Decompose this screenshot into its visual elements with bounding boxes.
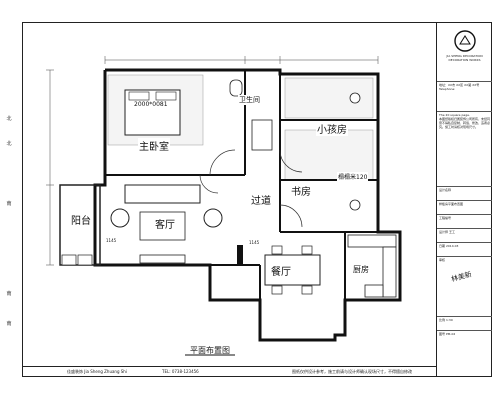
bed-size-label: 2000*0081 bbox=[133, 101, 169, 108]
armchair bbox=[203, 208, 223, 228]
toilet-icon bbox=[229, 79, 243, 97]
armchair bbox=[110, 208, 130, 228]
title-block: JIA SHENG DECORATION DECORATION WORKS 地址… bbox=[436, 22, 492, 377]
room-label-kids-room: 小孩房 bbox=[316, 121, 348, 136]
company-name: JIA SHENG DECORATION bbox=[446, 54, 483, 58]
address-text: 地址：XX市 XX区 XX路 XX号 bbox=[439, 83, 480, 87]
dining-chairs bbox=[271, 245, 313, 295]
info-row: 日期 2014.03 bbox=[437, 243, 492, 257]
dimension-label: 1145 bbox=[105, 238, 118, 243]
room-label-corridor: 过道 bbox=[250, 192, 272, 207]
door-swings bbox=[199, 149, 303, 228]
room-label-study: 书房 bbox=[290, 183, 312, 198]
description-block: The 20 square page. 本图纸版权归属装饰公司所有，未经同意不得… bbox=[437, 112, 492, 187]
address-block: 地址：XX市 XX区 XX路 XX号 Telephone: bbox=[437, 82, 492, 112]
pillow bbox=[155, 91, 177, 101]
floor-plan bbox=[46, 56, 402, 356]
bottom-company: 佳盛装饰 Jia Sheng Zhuang Shi bbox=[67, 369, 127, 374]
dimension-label: 1145 bbox=[248, 240, 261, 245]
column bbox=[237, 245, 243, 265]
dimension-lines bbox=[46, 56, 379, 266]
sink-icon bbox=[77, 254, 93, 266]
pillow bbox=[128, 91, 150, 101]
signature-block: 审核 林美新 bbox=[437, 257, 492, 317]
stove-icon bbox=[364, 284, 384, 298]
room-label-balcony: 阳台 bbox=[70, 212, 92, 227]
company-logo-icon bbox=[453, 30, 476, 52]
info-row: 设计名称 bbox=[437, 187, 492, 201]
info-row: 工程编号 bbox=[437, 215, 492, 229]
sofa bbox=[124, 184, 201, 204]
drawing-frame bbox=[22, 22, 492, 377]
phone-label: Telephone: bbox=[439, 87, 456, 91]
room-label-kitchen: 厨房 bbox=[352, 264, 370, 275]
info-row: 设计师 王工 bbox=[437, 229, 492, 243]
drawing-title: 平面布置图 bbox=[190, 346, 230, 355]
margin-label: 南 bbox=[6, 321, 12, 327]
chair-icon bbox=[349, 199, 361, 211]
margin-label: 南 bbox=[6, 291, 12, 297]
margin-label: 北 bbox=[6, 141, 12, 147]
tv-cabinet bbox=[139, 254, 186, 264]
bottom-bar: 佳盛装饰 Jia Sheng Zhuang Shi TEL: 0738-1234… bbox=[22, 366, 436, 377]
kitchen-counter bbox=[382, 246, 397, 298]
info-row: 比例 1:30 bbox=[437, 317, 492, 331]
room-label-living-room: 客厅 bbox=[154, 216, 176, 231]
washer-icon bbox=[61, 254, 77, 266]
room-label-master-bedroom: 主卧室 bbox=[138, 138, 170, 153]
project-label: The 20 square page. bbox=[439, 113, 470, 117]
logo-block: JIA SHENG DECORATION DECORATION WORKS bbox=[437, 22, 492, 82]
room-label-dining-room: 餐厅 bbox=[270, 263, 292, 278]
signature: 林美新 bbox=[450, 270, 473, 284]
bottom-note: 图纸仅供设计参考，施工前请与设计师确认现场尺寸，不得擅自修改 bbox=[292, 369, 412, 374]
margin-label: 南 bbox=[6, 201, 12, 207]
shower-icon bbox=[251, 119, 273, 151]
info-row: 样板房平面布置图 bbox=[437, 201, 492, 215]
chair-icon bbox=[349, 92, 361, 104]
margin-label: 北 bbox=[6, 116, 12, 122]
room-label-bathroom: 卫生间 bbox=[238, 95, 261, 105]
info-row: 图号 PM-02 bbox=[439, 332, 456, 336]
company-sub: DECORATION WORKS bbox=[448, 58, 481, 62]
description-text: 本图纸版权归属装饰公司所有，未经同意不得私自复制、转载、修改，违者必究。施工时请… bbox=[439, 117, 491, 129]
tatami-label: 榻榻米120 bbox=[337, 172, 369, 181]
kitchen-counter bbox=[347, 234, 397, 248]
bottom-phone: TEL: 0738-123456 bbox=[162, 369, 199, 374]
